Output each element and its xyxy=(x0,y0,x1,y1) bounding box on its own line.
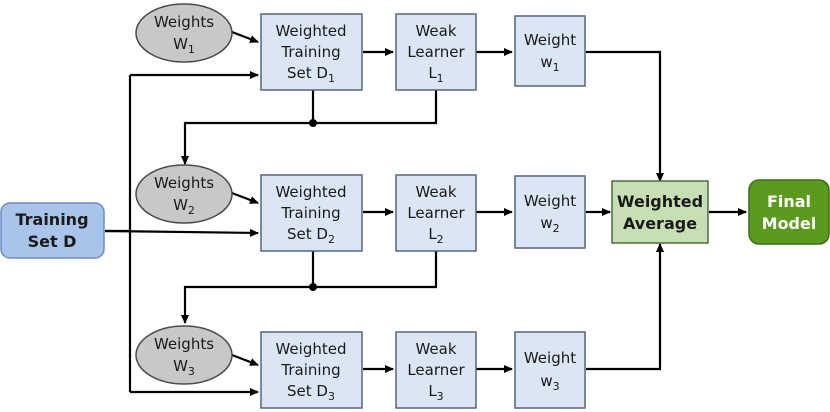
weighted-training-line2-1: Training xyxy=(280,43,340,61)
weights-ellipse-1 xyxy=(135,3,233,63)
final-model-box xyxy=(748,179,830,245)
weights-ellipse-3 xyxy=(135,325,233,385)
weights-label-2: Weights xyxy=(154,174,214,192)
weights-symbol-2: W2 xyxy=(173,196,195,217)
row-1: Weights W1 Weighted Training Set D1 Weak… xyxy=(135,3,586,91)
weak-learner-symbol-2: L2 xyxy=(428,225,443,246)
arrow-weights2-to-training2 xyxy=(231,191,259,205)
weak-learner-box-1 xyxy=(395,13,477,91)
weighted-training-box-1 xyxy=(260,13,363,91)
weighted-average-node: Weighted Average xyxy=(611,180,709,244)
training-set-box xyxy=(0,202,105,259)
weighted-average-line1: Weighted xyxy=(617,192,703,211)
weighted-average-box xyxy=(611,180,709,244)
weak-learner-box-2 xyxy=(395,174,477,252)
junction-dot-1 xyxy=(309,119,317,127)
weak-learner-line1-2: Weak xyxy=(415,183,456,201)
feedback-1 xyxy=(185,90,438,164)
weighted-training-line2-2: Training xyxy=(280,204,340,222)
weighted-training-set-2: Set D2 xyxy=(287,225,335,246)
arrow-weights1-to-training1 xyxy=(231,30,259,44)
weak-learner-box-3 xyxy=(395,331,477,409)
weighted-training-set-1: Set D1 xyxy=(287,64,335,85)
arrow-weight3-to-average xyxy=(586,243,664,371)
final-model-line2: Model xyxy=(762,214,817,233)
arrow-weights3-to-training3 xyxy=(231,353,259,367)
weights-symbol-3: W3 xyxy=(173,357,195,378)
weak-learner-line1-3: Weak xyxy=(415,340,456,358)
weighted-training-box-3 xyxy=(260,331,363,409)
weights-ellipse-2 xyxy=(135,164,233,224)
weight-symbol-3: w3 xyxy=(540,372,559,393)
weighted-average-line2: Average xyxy=(623,214,697,233)
weighted-training-line1-1: Weighted xyxy=(275,22,346,40)
weights-label-1: Weights xyxy=(154,13,214,31)
arrow-to-training-2 xyxy=(104,228,259,237)
weights-label-3: Weights xyxy=(154,335,214,353)
junction-dot-2 xyxy=(309,283,317,291)
weak-learner-symbol-1: L1 xyxy=(428,64,443,85)
weighted-training-line1-2: Weighted xyxy=(275,183,346,201)
weight-label-1: Weight xyxy=(524,31,576,49)
training-set-line1: Training xyxy=(15,210,88,229)
weak-learner-line2-3: Learner xyxy=(407,361,465,379)
row-2: Weights W2 Weighted Training Set D2 Weak… xyxy=(135,164,586,252)
weight-box-1 xyxy=(514,15,586,87)
weight-box-3 xyxy=(514,331,586,409)
weighted-training-line1-3: Weighted xyxy=(275,340,346,358)
weight-label-3: Weight xyxy=(524,349,576,367)
final-model-line1: Final xyxy=(767,192,811,211)
weak-learner-line2-1: Learner xyxy=(407,43,465,61)
weights-symbol-1: W1 xyxy=(173,35,195,56)
weighted-training-box-2 xyxy=(260,174,363,252)
row-3: Weights W3 Weighted Training Set D3 Weak… xyxy=(135,325,586,409)
weight-symbol-2: w2 xyxy=(540,214,559,235)
weak-learner-line2-2: Learner xyxy=(407,204,465,222)
weight-box-2 xyxy=(514,175,586,249)
weak-learner-symbol-3: L3 xyxy=(428,382,443,403)
final-model-node: Final Model xyxy=(748,179,830,245)
training-set-node: Training Set D xyxy=(0,202,105,259)
arrow-weight1-to-average xyxy=(586,50,664,182)
training-set-line2: Set D xyxy=(28,232,77,251)
weight-symbol-1: w1 xyxy=(540,53,559,74)
weight-label-2: Weight xyxy=(524,192,576,210)
weighted-training-line2-3: Training xyxy=(280,361,340,379)
weak-learner-line1-1: Weak xyxy=(415,22,456,40)
weighted-training-set-3: Set D3 xyxy=(287,382,335,403)
